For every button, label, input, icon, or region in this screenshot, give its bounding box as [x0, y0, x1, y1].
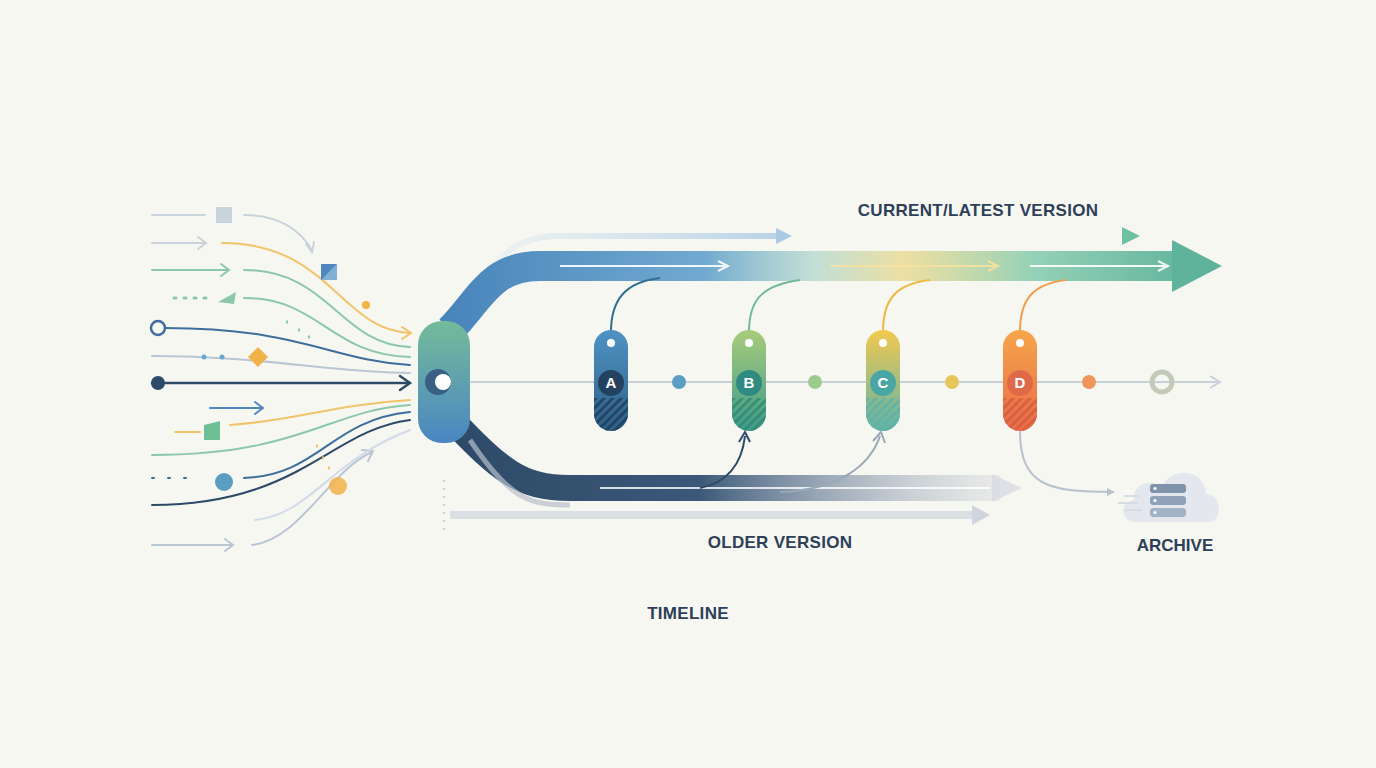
archive-label: ARCHIVE [1114, 536, 1236, 556]
version-pill: D [1003, 330, 1037, 431]
version-pill: B [732, 330, 766, 431]
version-pill: C [866, 330, 900, 431]
archive-node: ARCHIVE [1114, 456, 1236, 556]
section-label: TIMELINE [647, 604, 729, 624]
section-label: OLDER VERSION [708, 533, 853, 553]
archive-arrow [1020, 431, 1114, 492]
version-letter: D [1007, 370, 1033, 396]
version-letter: A [598, 370, 624, 396]
version-letter: C [870, 370, 896, 396]
version-pill: A [594, 330, 628, 431]
section-label: CURRENT/LATEST VERSION [858, 201, 1099, 221]
cloud-server-icon [1114, 456, 1228, 528]
version-letter: B [736, 370, 762, 396]
